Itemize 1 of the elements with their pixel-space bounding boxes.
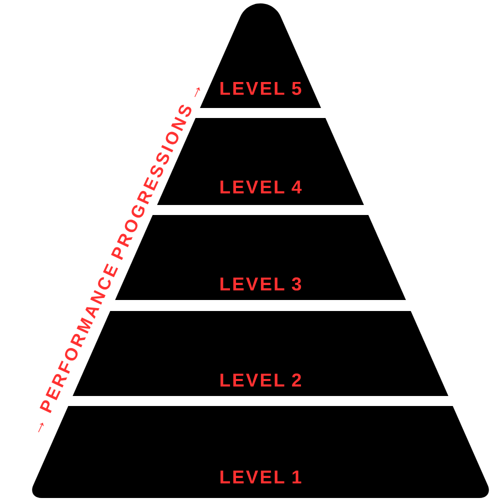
pyramid-level: LEVEL 5 — [200, 3, 322, 108]
